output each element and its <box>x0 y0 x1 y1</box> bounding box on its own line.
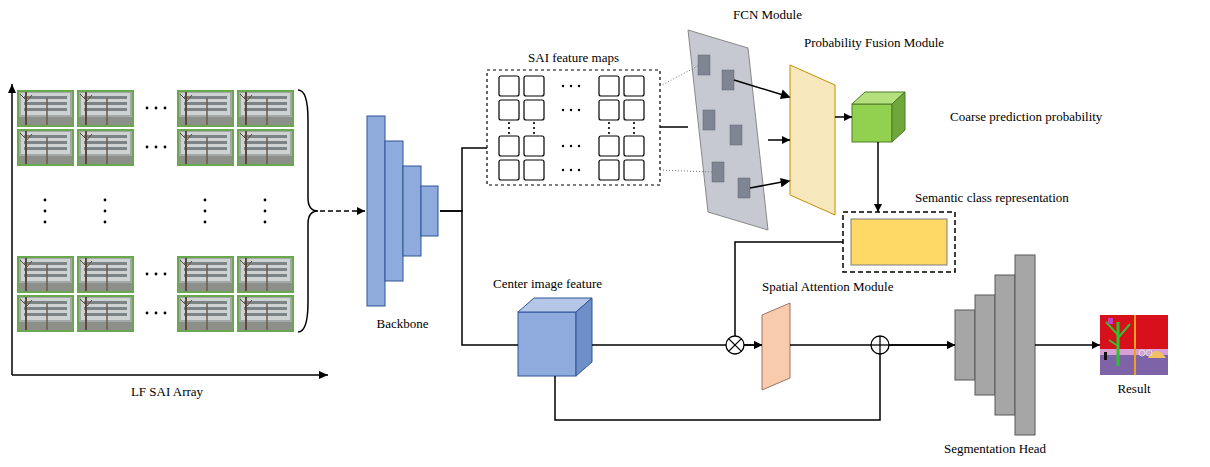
backbone-blocks <box>367 116 438 306</box>
connector <box>320 210 365 212</box>
feature-map-box: SAI feature maps <box>487 70 660 185</box>
module-plane: Spatial Attention Module <box>762 303 790 390</box>
sai-feature-grid <box>487 70 660 185</box>
module-plane: FCN Module <box>688 30 768 230</box>
ellipsis-dots <box>44 107 267 315</box>
node-label: Probability Fusion Module <box>804 35 944 50</box>
module-plane: Probability Fusion Module <box>790 65 835 215</box>
result-image <box>1100 315 1168 375</box>
axes <box>12 84 328 375</box>
node-label: LF SAI Array <box>131 384 203 399</box>
spatial-plane <box>762 303 790 390</box>
node-label: Backbone <box>377 316 429 331</box>
tensor-cube: Center image feature <box>518 298 592 376</box>
node-label: Segmentation Head <box>944 441 1046 456</box>
backbone-block: Backbone <box>365 116 440 306</box>
node-label: Semantic class representation <box>915 190 1069 205</box>
connector <box>877 142 879 212</box>
semantic-box <box>843 212 955 272</box>
node-label: Result <box>1117 381 1150 396</box>
image-array: LF SAI Array <box>14 86 320 336</box>
connector <box>660 126 688 128</box>
segmentation-blocks <box>955 255 1035 435</box>
connector <box>768 139 790 141</box>
connector <box>835 116 852 118</box>
node-label: FCN Module <box>733 7 802 22</box>
sai-images <box>17 90 294 332</box>
node-label: SAI feature maps <box>528 50 619 65</box>
multiply-operator <box>726 336 744 354</box>
fcn-plane <box>660 30 768 230</box>
result-image: Result <box>1100 315 1168 375</box>
connector <box>555 345 955 420</box>
node-label: Spatial Attention Module <box>762 279 893 294</box>
fusion-plane <box>734 65 835 215</box>
brace <box>298 90 318 332</box>
node-label: Center image feature <box>493 276 602 291</box>
head-block: Segmentation Head <box>955 255 1035 435</box>
node-label: Coarse prediction probability <box>950 109 1102 124</box>
add-operator <box>871 336 889 354</box>
center-cube <box>518 298 592 376</box>
connector <box>440 148 487 211</box>
connector <box>1035 344 1100 346</box>
coarse-cube <box>852 92 905 142</box>
representation-box: Semantic class representation <box>843 212 955 272</box>
tensor-cube: Coarse prediction probability <box>852 92 905 142</box>
